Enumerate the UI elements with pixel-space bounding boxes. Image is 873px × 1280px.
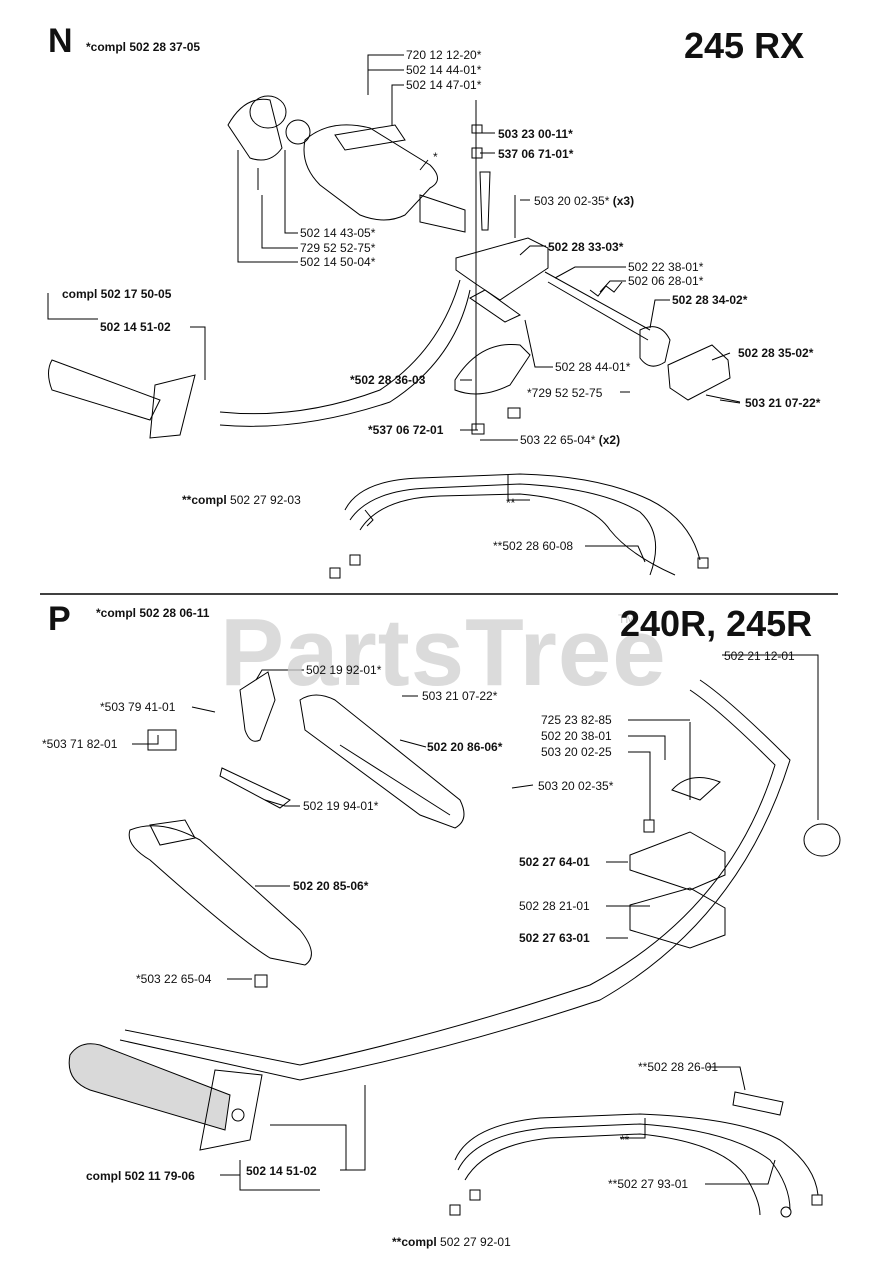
part-label: ** — [620, 1133, 630, 1147]
p-tube-shape — [732, 1091, 784, 1116]
part-label: compl 502 11 79-06 — [86, 1169, 195, 1183]
part-label: 725 23 82-85 — [541, 713, 612, 727]
part-label: compl 502 17 50-05 — [62, 287, 172, 301]
part-label: *503 79 41-01 — [100, 700, 176, 714]
part-label: 502 20 85-06* — [293, 879, 369, 893]
part-label: 503 20 02-25 — [541, 745, 612, 759]
section-p-model: 240R, 245R — [620, 603, 813, 644]
part-label: 502 14 44-01* — [406, 63, 482, 77]
part-label: 503 23 00-11* — [498, 127, 573, 141]
part-label: 502 22 38-01* — [628, 260, 704, 274]
part-label: 503 22 65-04* (x2) — [520, 433, 621, 447]
part-label: ** — [506, 496, 516, 510]
part-label: 502 14 43-05* — [300, 226, 376, 240]
n-wiring-harness-shape — [344, 473, 701, 561]
part-label: 503 21 07-22* — [745, 396, 821, 410]
part-label: 502 14 51-02 — [246, 1164, 317, 1178]
section-p-letter: P — [48, 600, 71, 638]
p-wiring-harness-shape — [454, 1113, 819, 1196]
part-label: 502 28 44-01* — [555, 360, 631, 374]
part-label: *537 06 72-01 — [368, 423, 444, 437]
n-throttle-handle-shape — [303, 124, 438, 221]
watermark-trademark: TM — [618, 612, 636, 626]
part-label: *503 22 65-04 — [136, 972, 212, 986]
part-label: 502 28 35-02* — [738, 346, 814, 360]
part-label: 502 27 64-01 — [519, 855, 590, 869]
p-throttle-cover-shape — [299, 694, 465, 829]
p-grommet-shape — [803, 823, 841, 857]
part-label: **compl 502 27 92-01 — [392, 1235, 511, 1249]
part-label: *729 52 52-75 — [527, 386, 603, 400]
part-label: 502 28 34-02* — [672, 293, 748, 307]
part-label: 502 20 38-01 — [541, 729, 612, 743]
p-clamp-lower-shape — [629, 887, 726, 949]
p-clamp-upper-shape — [629, 831, 726, 891]
n-lower-clamp-shape — [454, 343, 531, 395]
n-cover-plate-shape — [667, 344, 731, 401]
section-n-compl: *compl 502 28 37-05 — [86, 40, 201, 54]
section-n-model: 245 RX — [684, 25, 805, 66]
part-label: 502 28 21-01 — [519, 899, 590, 913]
part-label: **502 28 60-08 — [493, 539, 574, 553]
part-label: 502 06 28-01* — [628, 274, 704, 288]
part-label: 502 14 50-04* — [300, 255, 376, 269]
n-clamp-bracket-shape — [455, 237, 549, 301]
part-label: 503 20 02-35* — [538, 779, 614, 793]
part-label: 502 20 86-06* — [427, 740, 503, 754]
part-label: 503 21 07-22* — [422, 689, 498, 703]
section-n-letter: N — [48, 22, 73, 60]
watermark: PartsTree — [220, 599, 667, 706]
part-label: 502 14 47-01* — [406, 78, 482, 92]
part-label: 502 21 12-01 — [724, 649, 795, 663]
p-loop-handle-shape — [119, 679, 791, 1081]
part-label: 537 06 71-01* — [498, 147, 574, 161]
part-label: 502 27 63-01 — [519, 931, 590, 945]
part-label: * — [433, 150, 438, 164]
part-label: *503 71 82-01 — [42, 737, 118, 751]
part-label: 502 28 33-03* — [548, 240, 624, 254]
part-label: **502 28 26-01 — [638, 1060, 719, 1074]
p-grip-shape — [68, 1043, 231, 1131]
section-p-compl: *compl 502 28 06-11 — [96, 606, 210, 620]
part-label: **compl 502 27 92-03 — [182, 493, 301, 507]
part-label: 502 19 94-01* — [303, 799, 379, 813]
part-label: *502 28 36-03 — [350, 373, 426, 387]
p-throttle-housing-shape — [128, 825, 312, 966]
part-label: 720 12 12-20* — [406, 48, 482, 62]
part-label: **502 27 93-01 — [608, 1177, 689, 1191]
part-label: 503 20 02-35* (x3) — [534, 194, 635, 208]
part-label: 502 14 51-02 — [100, 320, 171, 334]
part-label: 502 19 92-01* — [306, 663, 382, 677]
n-loop-handle-shape — [219, 279, 461, 415]
part-label: 729 52 52-75* — [300, 241, 376, 255]
